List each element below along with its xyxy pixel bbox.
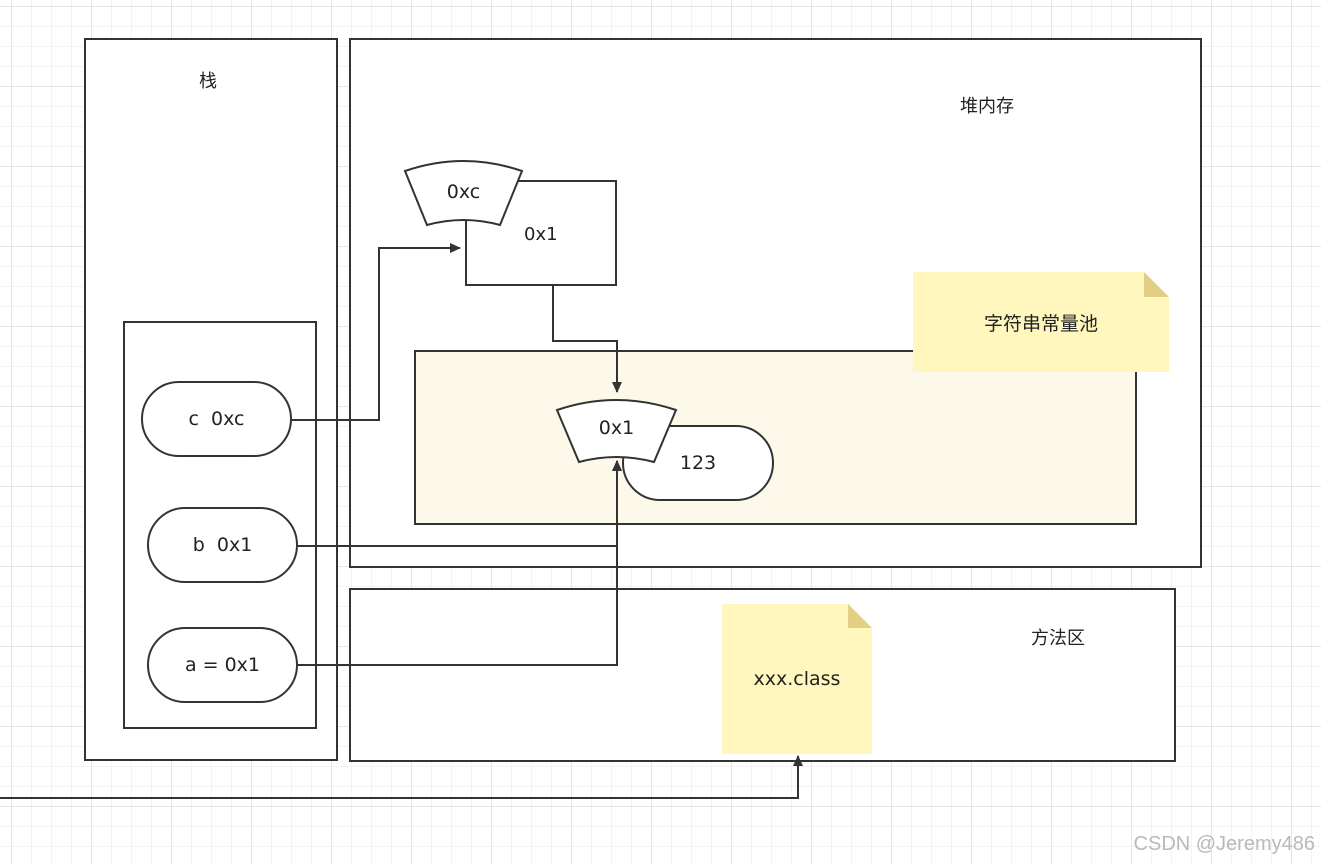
pool-string-address: 0x1 bbox=[598, 417, 635, 439]
watermark: CSDN @Jeremy486 bbox=[1133, 833, 1315, 855]
class-file-label: xxx.class bbox=[753, 668, 841, 690]
heap-object-value: 0x1 bbox=[524, 224, 558, 245]
pool-string-address-tag: 0x1 bbox=[555, 396, 678, 466]
string-pool-label: 字符串常量池 bbox=[983, 312, 1098, 335]
stack-var-a[interactable]: a = 0x1 bbox=[147, 627, 298, 703]
note-shape bbox=[913, 272, 1169, 372]
stack-title: 栈 bbox=[199, 71, 217, 92]
arrow-b-to-pool-string bbox=[298, 460, 622, 547]
stack-var-c[interactable]: c 0xc bbox=[141, 381, 292, 457]
heap-title: 堆内存 bbox=[960, 96, 1014, 117]
method-area-title: 方法区 bbox=[1031, 628, 1085, 649]
arrow-heap-object-to-pool-string bbox=[552, 286, 622, 393]
heap-object-address: 0xc bbox=[446, 181, 481, 203]
arrow-to-class-file bbox=[0, 755, 803, 799]
heap-object-address-tag: 0xc bbox=[403, 157, 524, 227]
string-pool-region bbox=[414, 350, 1137, 525]
stack-frame bbox=[123, 321, 317, 729]
address-tag-shape bbox=[555, 399, 678, 464]
string-pool-note: 字符串常量池 bbox=[913, 272, 1169, 372]
class-file-note[interactable]: xxx.class bbox=[722, 604, 872, 754]
arrow-a-to-pool-string bbox=[298, 460, 622, 666]
stack-var-b[interactable]: b 0x1 bbox=[147, 507, 298, 583]
arrow-c-to-heap-object bbox=[292, 243, 461, 421]
note-shape bbox=[722, 604, 872, 754]
address-tag-shape bbox=[403, 160, 524, 227]
